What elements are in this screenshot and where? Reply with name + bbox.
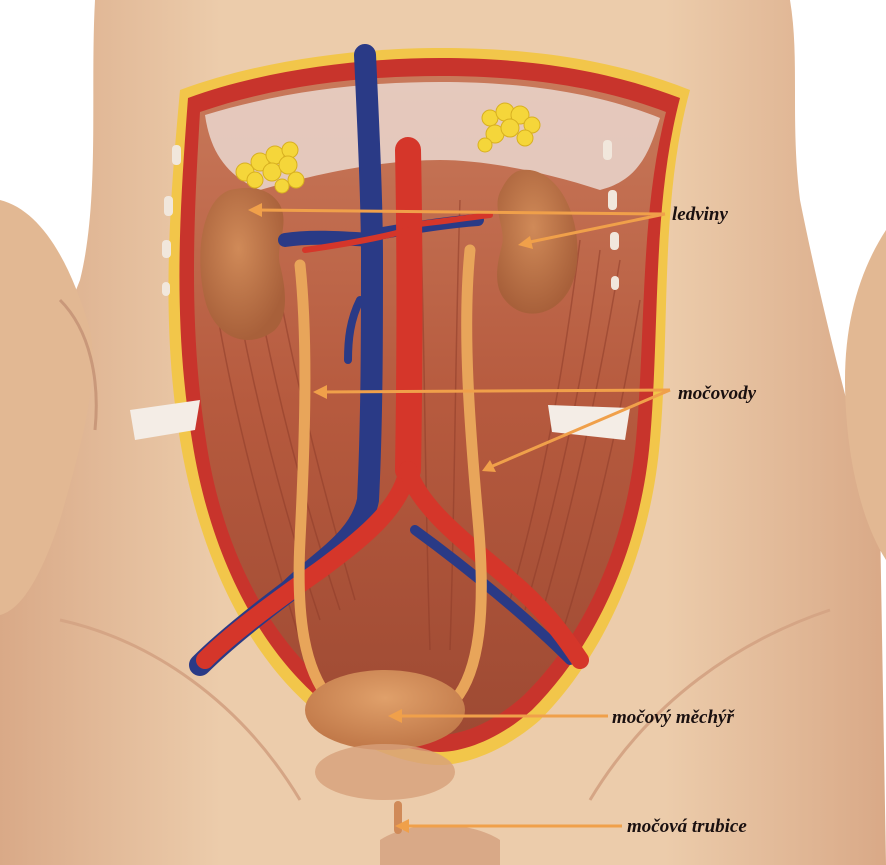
- label-kidneys: ledviny: [672, 205, 728, 224]
- label-ureters: močovody: [678, 384, 756, 403]
- label-urethra: močová trubice: [627, 817, 747, 836]
- label-bladder: močový měchýř: [612, 708, 734, 727]
